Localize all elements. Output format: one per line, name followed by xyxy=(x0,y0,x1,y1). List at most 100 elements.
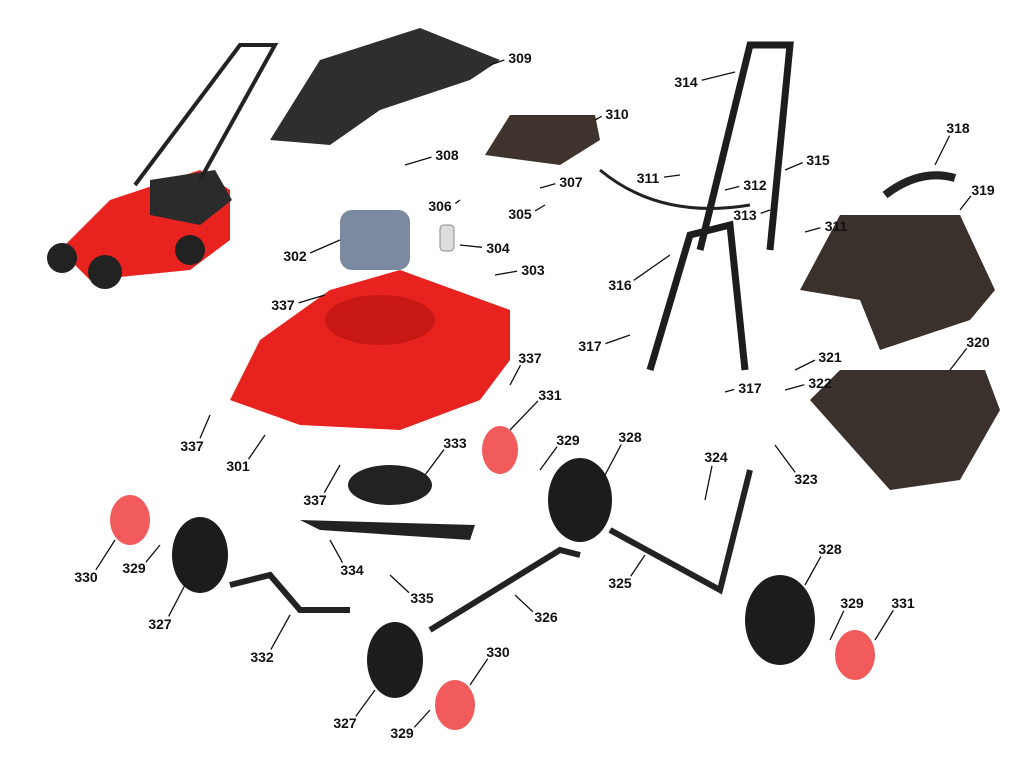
axle-325 xyxy=(608,469,753,595)
part-label: 302 xyxy=(283,248,307,264)
leader-line xyxy=(959,195,972,211)
part-label: 329 xyxy=(556,432,580,448)
leader-line xyxy=(168,584,186,617)
capacitor-304 xyxy=(439,224,455,252)
part-label: 303 xyxy=(521,262,545,278)
leader-line xyxy=(329,539,344,564)
leader-line xyxy=(804,227,821,233)
part-label: 306 xyxy=(428,198,452,214)
leader-line xyxy=(509,364,522,386)
part-label: 330 xyxy=(74,569,98,585)
part-label: 307 xyxy=(559,174,583,190)
part-label: 315 xyxy=(806,152,830,168)
part-label: 329 xyxy=(122,560,146,576)
leader-line xyxy=(95,539,116,571)
part-label: 319 xyxy=(971,182,995,198)
motor-302 xyxy=(340,210,410,270)
part-label: 318 xyxy=(946,120,970,136)
bar-326 xyxy=(428,546,581,633)
leader-line xyxy=(704,465,713,501)
leader-line xyxy=(934,135,951,166)
part-label: 320 xyxy=(966,334,990,350)
fan-333 xyxy=(348,465,432,505)
part-label: 311 xyxy=(824,218,848,234)
part-label: 310 xyxy=(605,106,629,122)
part-label: 335 xyxy=(410,590,434,606)
leader-line xyxy=(724,185,740,191)
part-label: 337 xyxy=(303,492,327,508)
leader-line xyxy=(199,414,211,439)
part-label: 301 xyxy=(226,458,250,474)
part-label: 305 xyxy=(508,206,532,222)
part-label: 337 xyxy=(518,350,542,366)
leader-line xyxy=(509,400,539,431)
part-label: 331 xyxy=(891,595,915,611)
leader-line xyxy=(949,347,968,371)
part-label: 308 xyxy=(435,147,459,163)
leader-line xyxy=(874,609,894,641)
leader-line xyxy=(701,71,736,81)
leader-line xyxy=(633,254,671,281)
assembled-mower-image xyxy=(47,43,279,289)
leader-line xyxy=(424,449,445,476)
part-label: 337 xyxy=(180,438,204,454)
leader-line xyxy=(829,610,845,641)
part-label: 323 xyxy=(794,471,818,487)
leader-line xyxy=(355,689,376,717)
leader-line xyxy=(605,334,631,345)
part-label: 326 xyxy=(534,609,558,625)
leader-line xyxy=(604,444,622,476)
leader-line xyxy=(145,544,161,563)
leader-line xyxy=(794,359,816,371)
part-label: 327 xyxy=(148,616,172,632)
flap-310 xyxy=(485,115,600,165)
top-cover-309 xyxy=(270,28,500,145)
part-label: 334 xyxy=(340,562,364,578)
part-label: 337 xyxy=(271,297,295,313)
part-label: 324 xyxy=(704,449,728,465)
leader-line xyxy=(804,556,822,586)
leader-line xyxy=(323,464,341,493)
leader-line xyxy=(247,434,266,460)
part-label: 311 xyxy=(636,170,660,186)
leader-line xyxy=(413,709,431,728)
leader-line xyxy=(389,574,410,594)
part-label: 332 xyxy=(250,649,274,665)
leader-line xyxy=(298,294,326,304)
hubcaps xyxy=(110,426,875,730)
leader-line xyxy=(454,199,461,204)
part-label: 325 xyxy=(608,575,632,591)
part-label: 330 xyxy=(486,644,510,660)
leader-line xyxy=(784,162,803,171)
part-label: 333 xyxy=(443,435,467,451)
leader-line xyxy=(534,204,546,212)
part-label: 317 xyxy=(578,338,602,354)
part-label: 329 xyxy=(390,725,414,741)
part-label: 331 xyxy=(538,387,562,403)
leader-line xyxy=(459,244,483,248)
box-lid-319 xyxy=(800,215,995,350)
leader-line xyxy=(469,658,489,686)
axle-332 xyxy=(229,571,350,613)
leader-line xyxy=(539,183,556,189)
leader-line xyxy=(594,115,602,121)
leader-line xyxy=(309,239,341,254)
lower-handle-316 xyxy=(646,220,749,371)
part-label: 317 xyxy=(738,380,762,396)
wheels xyxy=(172,458,815,698)
leader-line xyxy=(494,270,518,276)
handle-318 xyxy=(882,171,957,199)
part-label: 328 xyxy=(818,541,842,557)
deck-301 xyxy=(230,270,510,430)
part-label: 313 xyxy=(733,207,757,223)
part-label: 328 xyxy=(618,429,642,445)
leader-line xyxy=(404,156,432,166)
part-label: 312 xyxy=(743,177,767,193)
part-label: 327 xyxy=(333,715,357,731)
part-label: 321 xyxy=(818,349,842,365)
upper-handle-315 xyxy=(696,41,794,251)
leader-line xyxy=(514,594,534,613)
blade-334 xyxy=(300,520,475,540)
